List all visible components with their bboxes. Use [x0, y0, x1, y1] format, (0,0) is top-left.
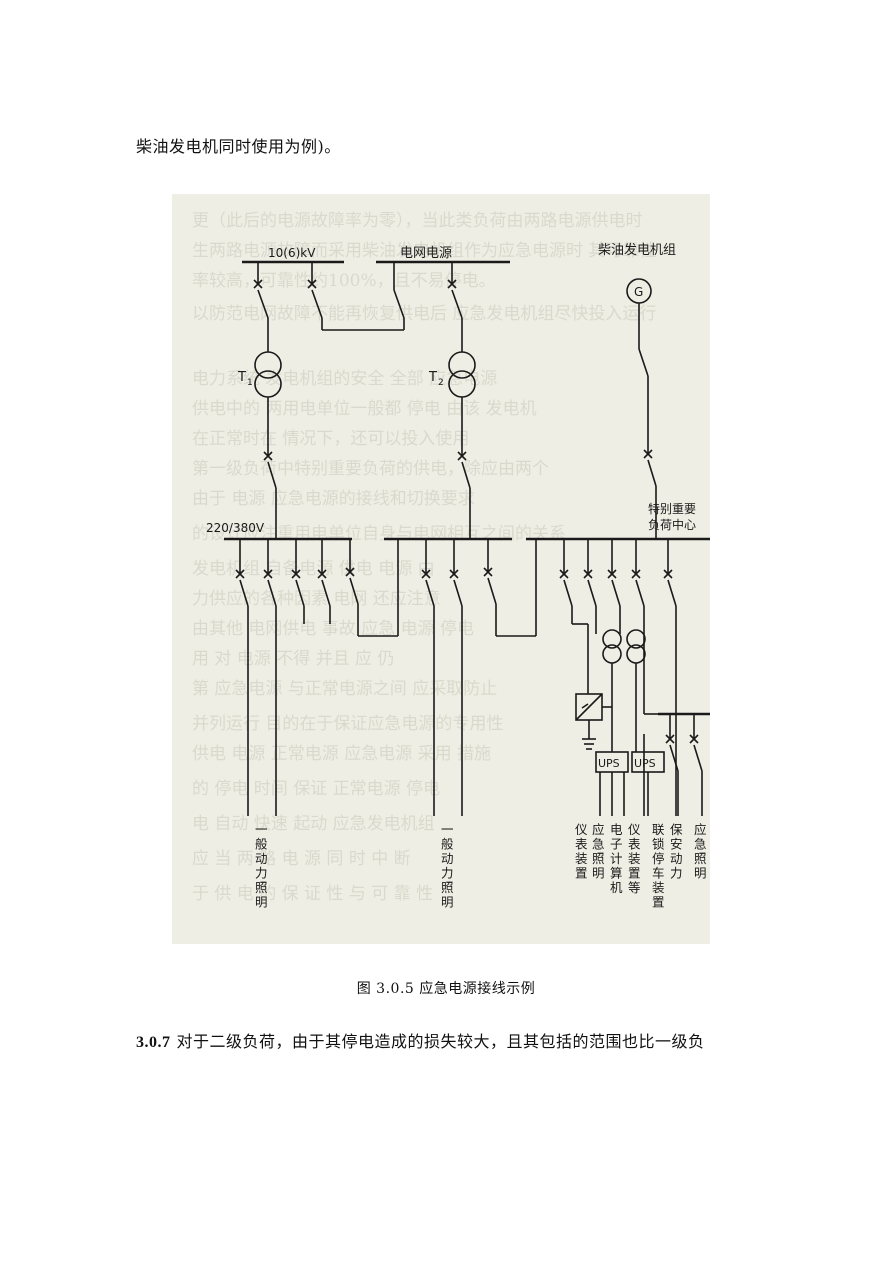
- top-text-line: 柴油发电机同时使用为例)。: [136, 137, 341, 156]
- svg-text:的 停电 时间 保证 正常电源 停电: 的 停电 时间 保证 正常电源 停电: [192, 779, 440, 799]
- diagram-lines: [224, 260, 710, 816]
- svg-text:率较高，可靠性约100%，且不易停电。: 率较高，可靠性约100%，且不易停电。: [192, 271, 496, 291]
- label-critical-load-1: 特别重要: [648, 501, 696, 516]
- svg-text:以防范电网故障不能再恢复供电后 应急发电机组尽快投入运行: 以防范电网故障不能再恢复供电后 应急发电机组尽快投入运行: [192, 304, 656, 324]
- svg-text:第 应急电源 与正常电源之间 应采取防止: 第 应急电源 与正常电源之间 应采取防止: [192, 679, 497, 699]
- bottom-label-4: 应急照明: [592, 822, 605, 881]
- svg-text:力供应的各种因素 电网 还应注意: 力供应的各种因素 电网 还应注意: [192, 589, 441, 609]
- svg-text:更（此后的电源故障率为零），当此类负荷由两路电源供电时: 更（此后的电源故障率为零），当此类负荷由两路电源供电时: [192, 211, 643, 231]
- scan-bleed-through: 更（此后的电源故障率为零），当此类负荷由两路电源供电时 生两路电源故障而采用柴油…: [192, 211, 656, 904]
- label-t2-sub: 2: [438, 378, 444, 388]
- bottom-label-2: 一般动力照明: [441, 822, 454, 910]
- label-ups-2: UPS: [634, 757, 656, 770]
- section-number: 3.0.7: [136, 1034, 171, 1051]
- label-grid-source: 电网电源: [400, 246, 452, 261]
- svg-text:用 对 电源 不得 并且 应 仍: 用 对 电源 不得 并且 应 仍: [192, 649, 394, 669]
- bottom-label-5: 电子计算机: [610, 822, 623, 895]
- paragraph-text: 对于二级负荷，由于其停电造成的损失较大，且其包括的范围也比一级负: [176, 1032, 705, 1051]
- bottom-label-1: 一般动力照明: [255, 822, 268, 910]
- bottom-label-7: 联锁停车装置: [652, 822, 665, 910]
- label-diesel-set: 柴油发电机组: [598, 242, 676, 258]
- svg-text:应 当 两 路 电 源 同 时 中 断: 应 当 两 路 电 源 同 时 中 断: [192, 849, 411, 869]
- svg-text:电力系统 发电机组的安全 全部 应急电源: 电力系统 发电机组的安全 全部 应急电源: [192, 369, 497, 389]
- bottom-label-9: 应急照明: [694, 822, 707, 881]
- bottom-label-6: 仪表装置等: [628, 822, 641, 895]
- svg-text:供电 电源 正常电源 应急电源 采用 措施: 供电 电源 正常电源 应急电源 采用 措施: [192, 744, 491, 764]
- svg-text:在正常时在 情况下，还可以投入使用: 在正常时在 情况下，还可以投入使用: [192, 428, 469, 449]
- label-voltage-hv: 10(6)kV: [268, 246, 316, 260]
- emergency-power-diagram: 更（此后的电源故障率为零），当此类负荷由两路电源供电时 生两路电源故障而采用柴油…: [172, 194, 710, 944]
- generator-g-symbol: G: [634, 285, 643, 299]
- svg-text:电 自动 快速 起动 应急发电机组: 电 自动 快速 起动 应急发电机组: [192, 814, 435, 834]
- label-ups-1: UPS: [598, 757, 620, 770]
- svg-text:由其他 电网供电 事故 应急 电源 停电: 由其他 电网供电 事故 应急 电源 停电: [192, 619, 474, 639]
- wiring-diagram-svg: 更（此后的电源故障率为零），当此类负荷由两路电源供电时 生两路电源故障而采用柴油…: [192, 211, 710, 910]
- svg-text:第一级负荷中特别重要负荷的供电，除应由两个: 第一级负荷中特别重要负荷的供电，除应由两个: [192, 459, 549, 479]
- bottom-vertical-labels: 一般动力照明一般动力照明仪表装置应急照明电子计算机仪表装置等联锁停车装置保安动力…: [255, 822, 707, 910]
- label-t1: T: [237, 370, 246, 385]
- label-voltage-lv: 220/380V: [206, 521, 265, 535]
- svg-text:于 供 电 的 保 证 性 与 可 靠 性: 于 供 电 的 保 证 性 与 可 靠 性: [192, 884, 433, 904]
- label-t2: T: [428, 370, 437, 385]
- bottom-label-3: 仪表装置: [575, 822, 588, 881]
- svg-text:由于 电源 应急电源的接线和切换要求: 由于 电源 应急电源的接线和切换要求: [192, 489, 475, 509]
- label-critical-load-2: 负荷中心: [648, 517, 696, 532]
- paragraph-3-0-7: 3.0.7 对于二级负荷，由于其停电造成的损失较大，且其包括的范围也比一级负: [136, 1028, 705, 1052]
- svg-text:生两路电源故障而采用柴油发电机组作为应急电源时 其可靠性: 生两路电源故障而采用柴油发电机组作为应急电源时 其可靠性: [192, 241, 656, 261]
- svg-text:发电机组 自备电源 供电 电源 由: 发电机组 自备电源 供电 电源 由: [192, 559, 435, 579]
- label-t1-sub: 1: [247, 378, 253, 388]
- svg-text:并列运行 目的在于保证应急电源的专用性: 并列运行 目的在于保证应急电源的专用性: [192, 714, 503, 734]
- figure-caption: 图 3.0.5 应急电源接线示例: [356, 981, 536, 997]
- svg-text:供电中的 两用电单位一般都 停电 由该 发电机: 供电中的 两用电单位一般都 停电 由该 发电机: [192, 399, 537, 419]
- bottom-label-8: 保安动力: [670, 822, 683, 881]
